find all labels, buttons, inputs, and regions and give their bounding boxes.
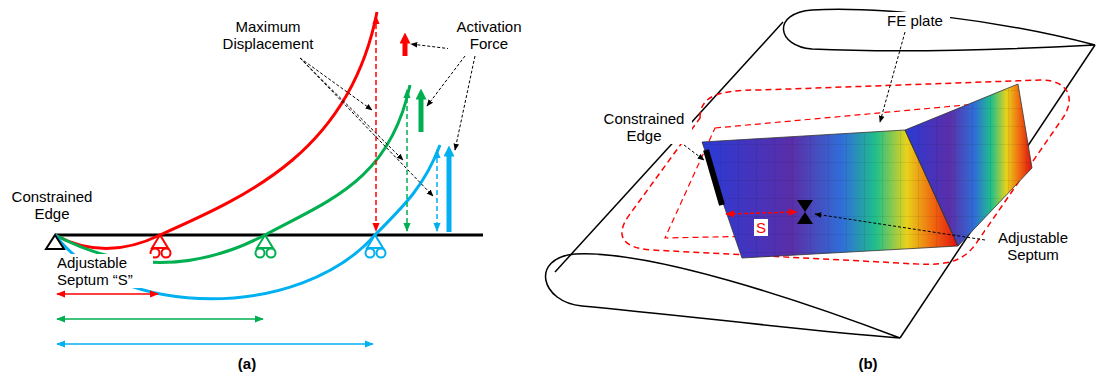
support-label: Constrained Edge	[596, 110, 692, 144]
beam-panel	[46, 12, 483, 344]
callout-label: FE plate	[880, 12, 950, 29]
panel-label: (b)	[853, 355, 883, 372]
dimension-label: Adjustable Septum “S”	[57, 254, 153, 288]
support-label: Constrained Edge	[4, 188, 100, 222]
callout-label: Activation Force	[448, 18, 530, 52]
wing-panel	[546, 9, 1095, 338]
panel-label: (a)	[232, 355, 262, 372]
dimension-label: S	[754, 219, 768, 236]
callout-label: Adjustable Septum	[985, 229, 1081, 263]
callout-label: Maximum Displacement	[222, 18, 314, 52]
